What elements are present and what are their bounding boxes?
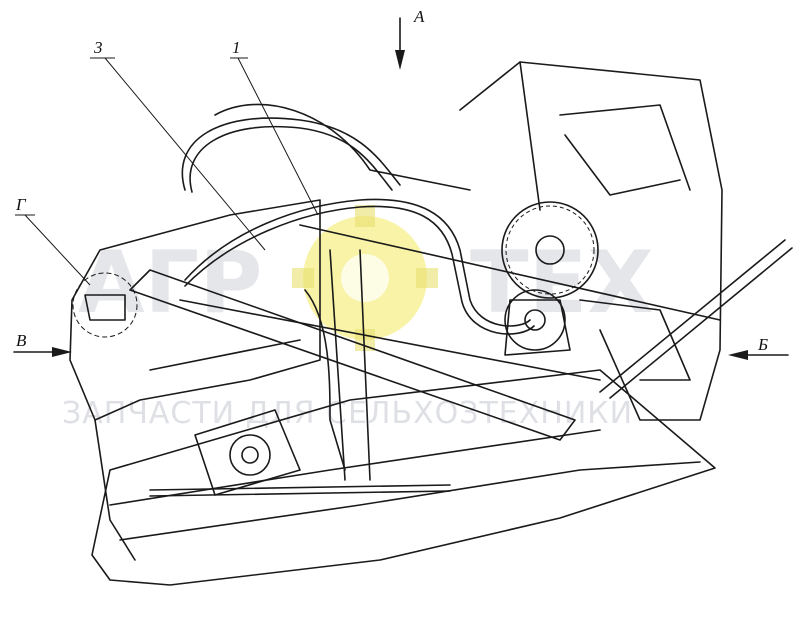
watermark-tagline: ЗАПЧАСТИ ДЛЯ СЕЛЬХОЗТЕХНИКИ [62, 396, 633, 431]
gearbox [194, 409, 301, 496]
arrow-down-icon [395, 50, 405, 70]
label-view-b: Б [757, 335, 768, 354]
chain-sprocket [501, 201, 599, 356]
header-frame [69, 61, 793, 586]
label-view-v: В [16, 331, 27, 350]
arrow-left-icon [728, 350, 748, 360]
label-part-3: 3 [93, 38, 103, 57]
detail-view-g [72, 272, 138, 338]
annotations [13, 17, 789, 360]
watermark-gear-icon [292, 205, 438, 351]
watermark-brand-right: ТЕХ [470, 233, 654, 333]
label-view-g: Г [15, 195, 27, 214]
label-view-a: А [413, 7, 425, 26]
label-part-1: 1 [232, 38, 241, 57]
hydraulic-hoses [181, 103, 535, 471]
arrow-right-icon [52, 347, 72, 357]
